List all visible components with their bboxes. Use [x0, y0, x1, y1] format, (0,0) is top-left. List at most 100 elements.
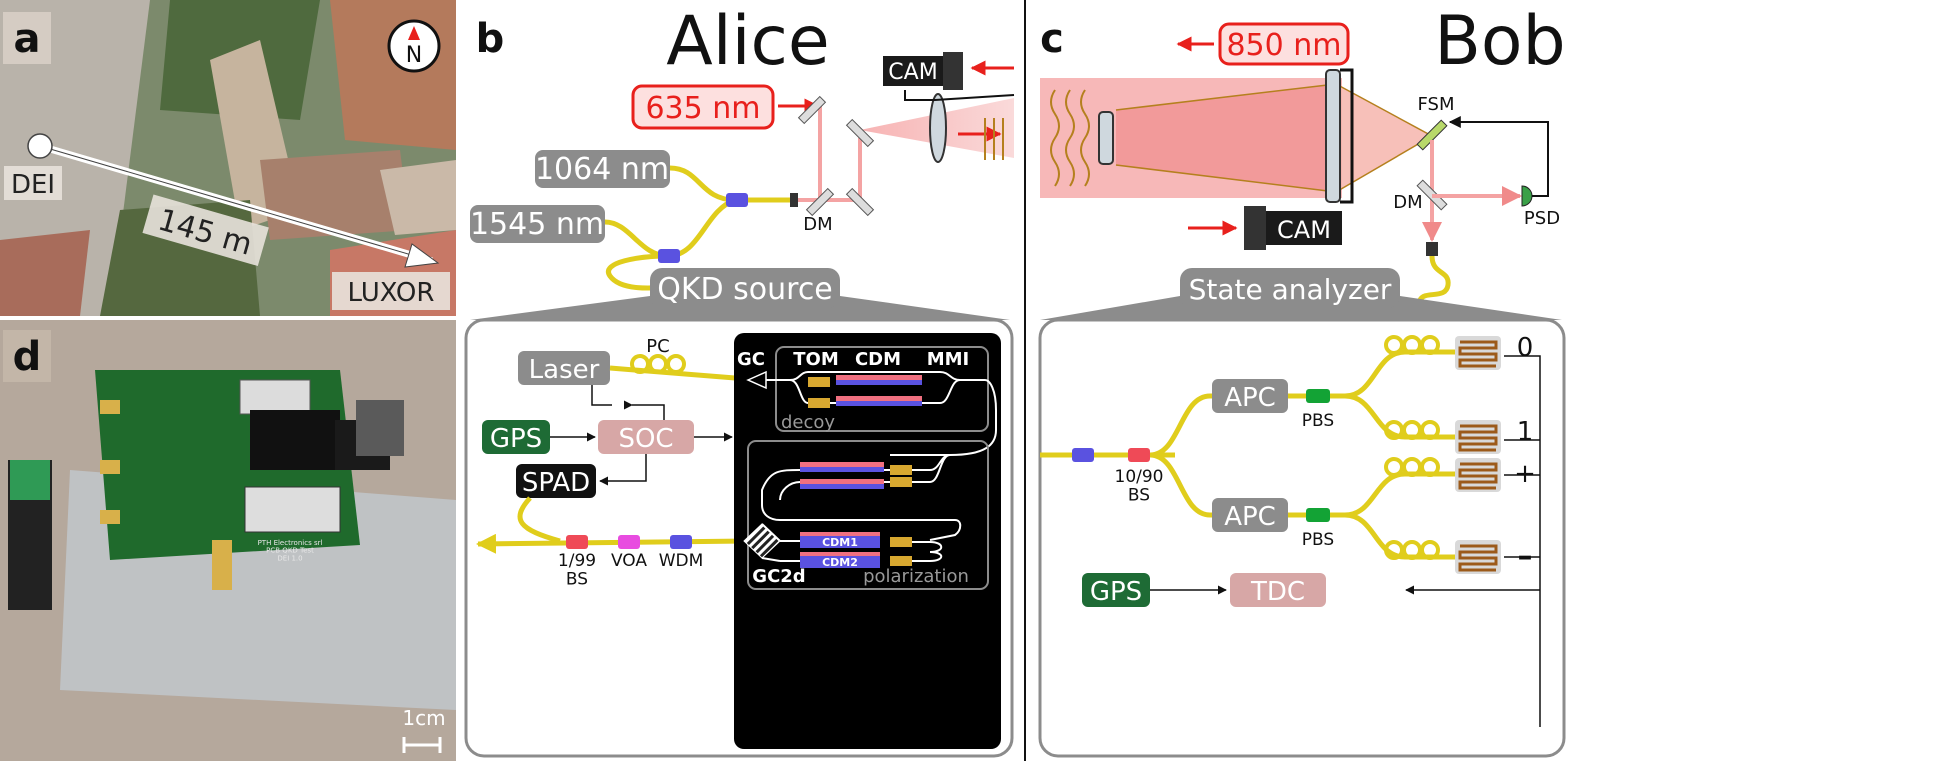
- pcb-header: [244, 486, 341, 533]
- sma-connector: [212, 540, 232, 590]
- alice-dm-label: DM: [803, 214, 832, 235]
- dei-label: DEI: [11, 170, 55, 200]
- cdm-electrode: [836, 375, 922, 380]
- decoy-section: [775, 346, 989, 432]
- bob-gps-box: [1082, 573, 1150, 607]
- apc-bottom-label: APC: [1224, 502, 1276, 532]
- state-analyzer-box: [1180, 268, 1400, 308]
- compass-label: N: [406, 43, 422, 68]
- collimator-icon: [1426, 242, 1438, 256]
- roofs: [380, 160, 456, 235]
- waveguide: [761, 454, 962, 541]
- fiber-coupler-head: [356, 400, 404, 456]
- ctrl-line: [623, 400, 665, 424]
- det-plus-label: +: [1514, 459, 1536, 489]
- gc2d-label: GC2d: [752, 566, 805, 587]
- heater-icon: [890, 556, 912, 566]
- alice-title: Alice: [666, 2, 830, 81]
- beacon-850-box: [1218, 22, 1350, 66]
- panel-b: b Alice 635 nm DM CAM 1064 nm 1545 nm: [464, 2, 1015, 758]
- pbs-icon: [1306, 508, 1330, 522]
- wdm-label: WDM: [659, 551, 704, 571]
- beacon-635-box: [631, 84, 775, 130]
- cdm2-icon: [800, 556, 880, 568]
- fiber-coil: [1417, 255, 1451, 302]
- ray: [1115, 83, 1337, 111]
- tdc-label: TDC: [1250, 577, 1305, 607]
- focus-cone: [1336, 84, 1432, 192]
- delay-loop-icon: [1420, 420, 1440, 440]
- fiber-1545: [604, 197, 736, 259]
- detector-bus: [1504, 355, 1541, 727]
- alice-cam-body: [883, 56, 943, 86]
- cdm-electrode: [800, 484, 884, 489]
- luxor-label-bg: [332, 272, 450, 310]
- heater-icon: [890, 477, 912, 487]
- fiber-output: [476, 533, 749, 554]
- panel-letter-bg: [3, 330, 51, 382]
- cdm1-label: CDM1: [822, 536, 858, 549]
- roofs: [260, 150, 410, 240]
- laser-1545-label: 1545 nm: [470, 207, 604, 242]
- mirror-icon: [797, 95, 827, 125]
- laser-box: [518, 351, 610, 385]
- snspd-detectors: [1455, 336, 1501, 574]
- bob-title: Bob: [1434, 2, 1565, 81]
- dei-marker: [27, 133, 53, 159]
- pcb-silkscreen-line: PTH Electronics srl: [258, 539, 323, 547]
- polarization-section: [747, 440, 989, 590]
- beacon-635-label: 635 nm: [645, 91, 760, 126]
- fiber-spad: [517, 496, 561, 544]
- alice-cam-lens-icon: [943, 52, 963, 90]
- pbs-icon: [1306, 389, 1330, 403]
- detector-meander: [1458, 462, 1498, 490]
- bs-icon: [566, 535, 588, 549]
- bs-label-line: BS: [566, 570, 588, 590]
- panel-c: c Bob 850 nm FSM DM PSD CAM: [1038, 2, 1566, 758]
- alice-cam-label: CAM: [888, 60, 937, 85]
- wdm-icon: [670, 535, 692, 549]
- fsm-icon: [1416, 119, 1448, 151]
- beam-cone: [1116, 84, 1336, 192]
- panel-letter-b: b: [476, 16, 505, 62]
- panel-letter-a: a: [14, 16, 41, 62]
- mirror-icon: [845, 118, 875, 148]
- cdm-electrode: [800, 479, 884, 484]
- bob-dm-label: DM: [1393, 192, 1422, 213]
- luxor-label: LUXOR: [348, 278, 435, 308]
- compass-icon: [387, 19, 441, 73]
- wdm-icon: [1072, 448, 1094, 462]
- mirror-icon: [845, 187, 875, 217]
- fiber-connector-boot: [10, 460, 50, 500]
- compass-needle-icon: [408, 26, 420, 40]
- cdm1-electrode: [800, 532, 880, 536]
- waveguide: [780, 540, 943, 562]
- apc-top-label: APC: [1224, 383, 1276, 413]
- spad-box: [516, 464, 596, 498]
- bob-bs-label-line: BS: [1128, 486, 1150, 506]
- cam-mount: [904, 90, 1015, 101]
- sma-connector: [100, 400, 120, 414]
- roofs: [330, 0, 456, 150]
- delay-loop-icon: [1420, 457, 1440, 477]
- scale-bar-label: 1cm: [402, 706, 445, 730]
- sma-connector: [100, 460, 120, 474]
- qkd-source-box: [650, 268, 840, 308]
- sma-connector: [100, 510, 120, 524]
- pbs-top-label: PBS: [1302, 411, 1334, 431]
- heater-icon: [808, 398, 830, 408]
- bob-gps-label: GPS: [1090, 577, 1142, 607]
- polarization-label: polarization: [863, 566, 969, 587]
- primary-mirror-mount: [1340, 68, 1354, 204]
- alice-gps-label: GPS: [490, 424, 542, 454]
- psd-label: PSD: [1524, 208, 1560, 229]
- cdm-electrode: [836, 396, 922, 401]
- cdm2-electrode: [800, 552, 880, 556]
- bob-inset-frame: [1038, 318, 1566, 758]
- delay-loop-icon: [1420, 335, 1440, 355]
- dei-label-bg: [4, 166, 62, 200]
- wavefront: [1080, 89, 1090, 187]
- panel-letter-c: c: [1040, 16, 1064, 62]
- wdm-icon: [658, 249, 680, 263]
